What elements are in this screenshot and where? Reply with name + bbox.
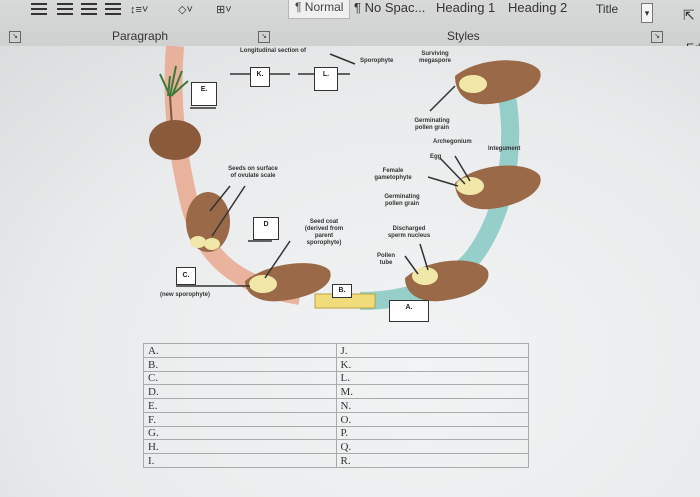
answer-cell-left[interactable]: H.: [143, 439, 337, 455]
pine-life-cycle-diagram: Longitudinal section of Sporophyte Survi…: [0, 46, 700, 346]
answer-cell-left[interactable]: D.: [143, 384, 337, 400]
style-normal-label: Normal: [304, 0, 344, 14]
font-dialog-launcher-icon[interactable]: ↘: [9, 31, 21, 43]
paragraph-dialog-launcher-icon[interactable]: ↘: [258, 31, 270, 43]
table-row: G.P.: [143, 425, 529, 441]
answer-table: A.J. B.K. C.L. D.M. E.N. F.O. G.P. H.Q. …: [143, 343, 529, 468]
seed: [190, 236, 206, 248]
ovulate-scale-top: [455, 60, 541, 105]
seedling-icon: [159, 65, 189, 97]
figure-box-b: B.: [332, 284, 352, 298]
label-longitudinal-section: Longitudinal section of: [240, 48, 306, 54]
document-page: Longitudinal section of Sporophyte Survi…: [0, 46, 700, 497]
pointer-line: [209, 185, 231, 212]
pointer-line: [211, 185, 246, 237]
label-surviving-megaspore: Surviving megaspore: [418, 51, 451, 64]
label-integument: Integument: [488, 146, 521, 152]
answer-cell-left[interactable]: C.: [143, 370, 337, 386]
pointer-line: [427, 176, 459, 187]
justify-button[interactable]: [102, 0, 124, 20]
ovulate-scale-middle: [455, 165, 541, 210]
pointer-line: [264, 240, 291, 279]
style-heading-2[interactable]: Heading 2: [508, 0, 568, 15]
answer-cell-right[interactable]: Q.: [335, 439, 529, 455]
pilcrow-icon: ¶: [354, 0, 361, 15]
answer-table-body: A.J. B.K. C.L. D.M. E.N. F.O. G.P. H.Q. …: [143, 343, 529, 468]
answer-cell-right[interactable]: J.: [335, 343, 529, 358]
seed: [204, 238, 220, 250]
answer-cell-left[interactable]: G.: [143, 425, 337, 441]
figure-box-l: L.: [314, 67, 338, 91]
table-row: E.N.: [143, 398, 529, 413]
label-female-gametophyte: Female gametophyte: [374, 168, 412, 181]
align-right-button[interactable]: [78, 0, 100, 20]
style-normal[interactable]: ¶ Normal: [288, 0, 351, 19]
answer-cell-right[interactable]: L.: [335, 370, 529, 386]
pointer-line: [429, 85, 456, 112]
answer-cell-right[interactable]: R.: [335, 453, 529, 468]
figure-box-a: A.: [389, 300, 429, 322]
pointer-line: [404, 255, 419, 275]
answer-cell-left[interactable]: I.: [143, 453, 337, 468]
styles-group-label: Styles: [447, 29, 480, 43]
label-seeds-on-surface: Seeds on surface of ovulate scale: [228, 166, 278, 179]
answer-cell-left[interactable]: F.: [143, 411, 337, 427]
style-no-spacing-label: No Spac...: [364, 0, 426, 15]
borders-icon[interactable]: ⊞˅: [216, 4, 232, 16]
label-germinating-pollen-top: Germinating pollen grain: [414, 118, 450, 131]
table-row: F.O.: [143, 411, 529, 427]
pointer-line: [419, 243, 429, 271]
answer-cell-left[interactable]: B.: [143, 356, 337, 372]
figure-box-d: D: [253, 217, 279, 240]
pointer-line: [439, 157, 466, 185]
figure-box-c: C.: [176, 267, 196, 285]
table-row: H.Q.: [143, 439, 529, 455]
pointer-line: [329, 53, 356, 65]
label-archegonium: Archegonium: [433, 139, 472, 145]
shading-icon[interactable]: ◇˅: [178, 4, 193, 16]
seed-on-scale: [249, 275, 277, 293]
style-title[interactable]: Title: [596, 2, 619, 16]
table-row: D.M.: [143, 384, 529, 400]
line-spacing-icon[interactable]: ↕≡˅: [130, 4, 149, 16]
cycle-band-haploid: [359, 84, 520, 310]
answer-cell-right[interactable]: N.: [335, 398, 529, 413]
style-heading-1[interactable]: Heading 1: [436, 0, 496, 15]
answer-cell-right[interactable]: K.: [335, 356, 529, 372]
label-egg: Egg: [430, 154, 442, 160]
paragraph-group-label: Paragraph: [112, 29, 169, 43]
table-row: A.J.: [143, 343, 529, 358]
answer-cell-left[interactable]: E.: [143, 398, 337, 413]
answer-cell-right[interactable]: P.: [335, 425, 529, 441]
label-discharged-sperm: Discharged sperm nucleus: [387, 226, 431, 239]
answer-cell-right[interactable]: M.: [335, 384, 529, 400]
label-pollen-tube: Pollen tube: [376, 253, 395, 266]
answer-cell-right[interactable]: O.: [335, 411, 529, 427]
pointer-line: [454, 155, 471, 182]
label-sporophyte: Sporophyte: [360, 58, 394, 64]
table-row: I.R.: [143, 453, 529, 468]
ribbon: ↕≡˅ ◇˅ ⊞˅ ¶ Normal ¶ No Spac... Heading …: [0, 0, 700, 55]
label-germinating-pollen-middle: Germinating pollen grain: [384, 194, 420, 207]
label-new-sporophyte: (new sporophyte): [160, 292, 211, 298]
styles-dialog-launcher-icon[interactable]: ↘: [651, 31, 663, 43]
align-center-button[interactable]: [54, 0, 76, 20]
pollen-tube-ovule: [412, 267, 438, 285]
label-seed-coat: Seed coat (derived from parent sporophyt…: [304, 219, 344, 246]
soil-clump: [149, 120, 201, 160]
table-row: C.L.: [143, 370, 529, 386]
align-left-button[interactable]: [28, 0, 50, 20]
figure-box-e: E.: [191, 82, 217, 106]
styles-gallery-scroll-icon[interactable]: ▾: [641, 3, 653, 23]
megaspore-ovule: [459, 75, 487, 93]
table-row: B.K.: [143, 356, 529, 372]
figure-box-k: K.: [250, 67, 270, 87]
cursor-select-icon[interactable]: ⇱: [683, 7, 695, 23]
life-cycle-artwork: [149, 46, 541, 310]
ribbon-top-row: ↕≡˅ ◇˅ ⊞˅ ¶ Normal ¶ No Spac... Heading …: [0, 0, 700, 23]
answer-cell-left[interactable]: A.: [143, 343, 337, 358]
style-no-spacing[interactable]: ¶ No Spac...: [354, 0, 425, 20]
pilcrow-icon: ¶: [295, 0, 302, 14]
